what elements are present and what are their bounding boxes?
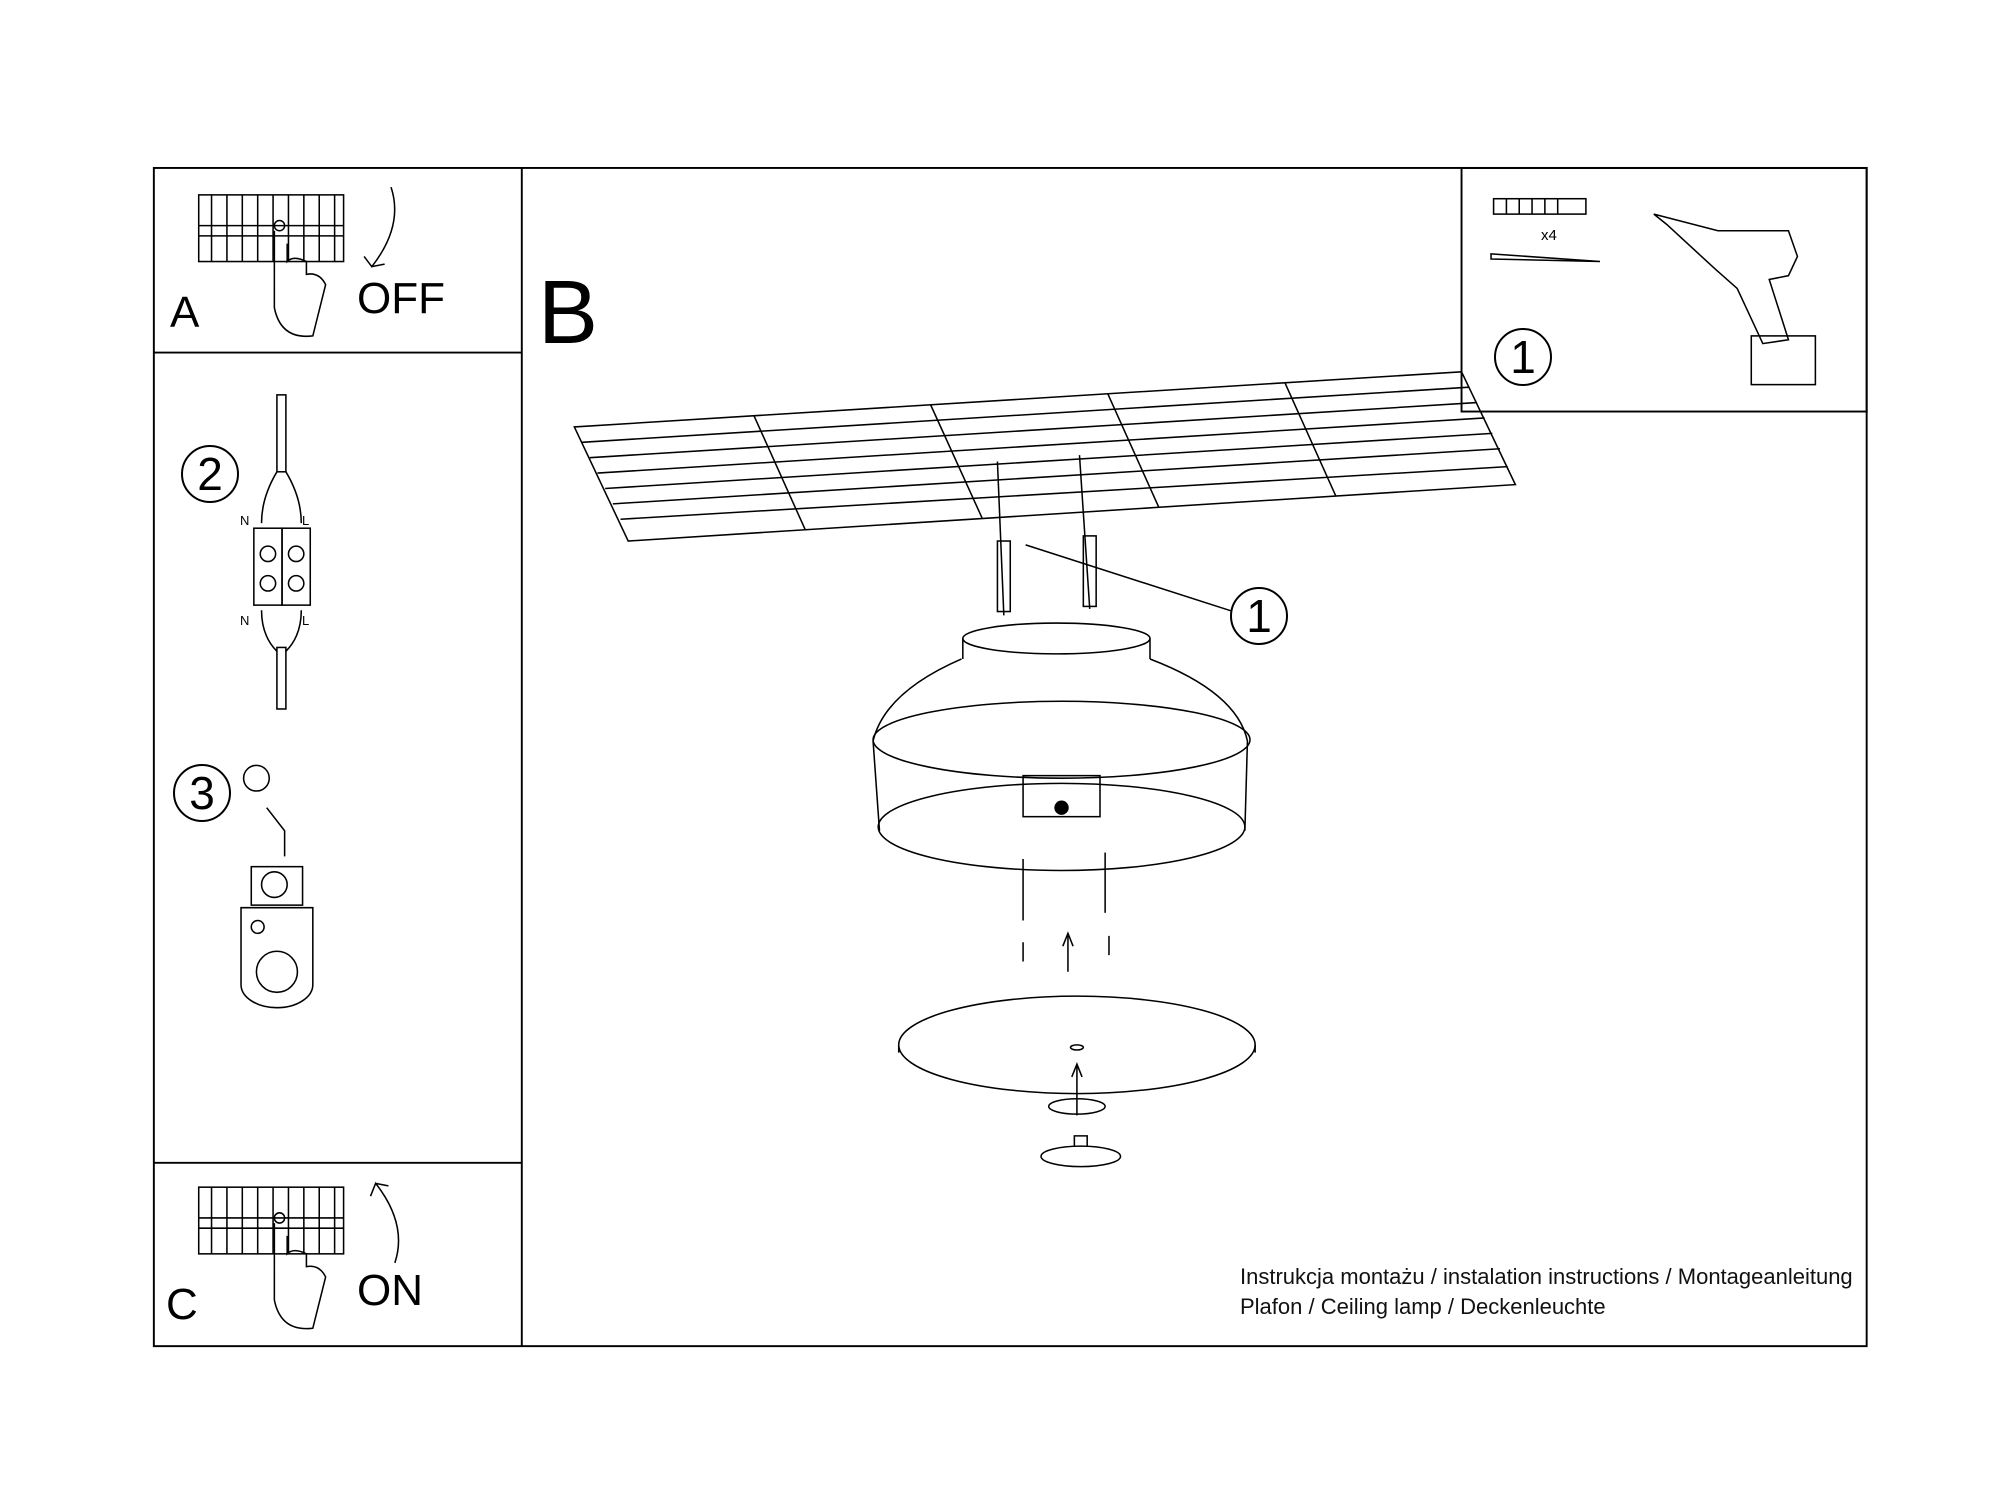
breaker-panel-icon <box>197 186 396 338</box>
step-1-tools-number: 1 <box>1494 328 1552 386</box>
terminal-label-n-bottom: N <box>240 613 250 628</box>
screw-quantity: x4 <box>1541 227 1557 244</box>
terminal-label-l-top: L <box>302 513 310 528</box>
ground-terminal-icon <box>240 764 314 1009</box>
callout-1-number: 1 <box>1230 587 1288 645</box>
step-2-wiring-number: 2 <box>181 445 239 503</box>
step-3-ground-number: 3 <box>173 764 231 822</box>
wire-terminal-icon <box>253 394 312 710</box>
caption-line-2: Plafon / Ceiling lamp / Deckenleuchte <box>1240 1294 1606 1319</box>
ceiling-grid <box>573 370 1517 542</box>
panel-b-letter: B <box>538 263 599 363</box>
panel-c-state: ON <box>357 1266 423 1315</box>
breaker-panel-icon <box>197 1181 400 1330</box>
terminal-label-n-top: N <box>240 513 250 528</box>
caption-line-1: Instrukcja montażu / instalation instruc… <box>1240 1264 1853 1289</box>
caption: Instrukcja montażu / instalation instruc… <box>1240 1262 1853 1322</box>
panel-frames <box>152 166 1868 1348</box>
terminal-label-l-bottom: L <box>302 613 310 628</box>
panel-a-letter: A <box>170 288 200 337</box>
diffuser-disc-icon <box>897 995 1256 1168</box>
screw-kit-icon <box>1490 197 1601 263</box>
panel-a-state: OFF <box>357 274 445 323</box>
panel-c-letter: C <box>166 1280 198 1329</box>
lamp-shade-icon <box>872 622 1251 872</box>
drill-icon <box>1653 213 1817 386</box>
